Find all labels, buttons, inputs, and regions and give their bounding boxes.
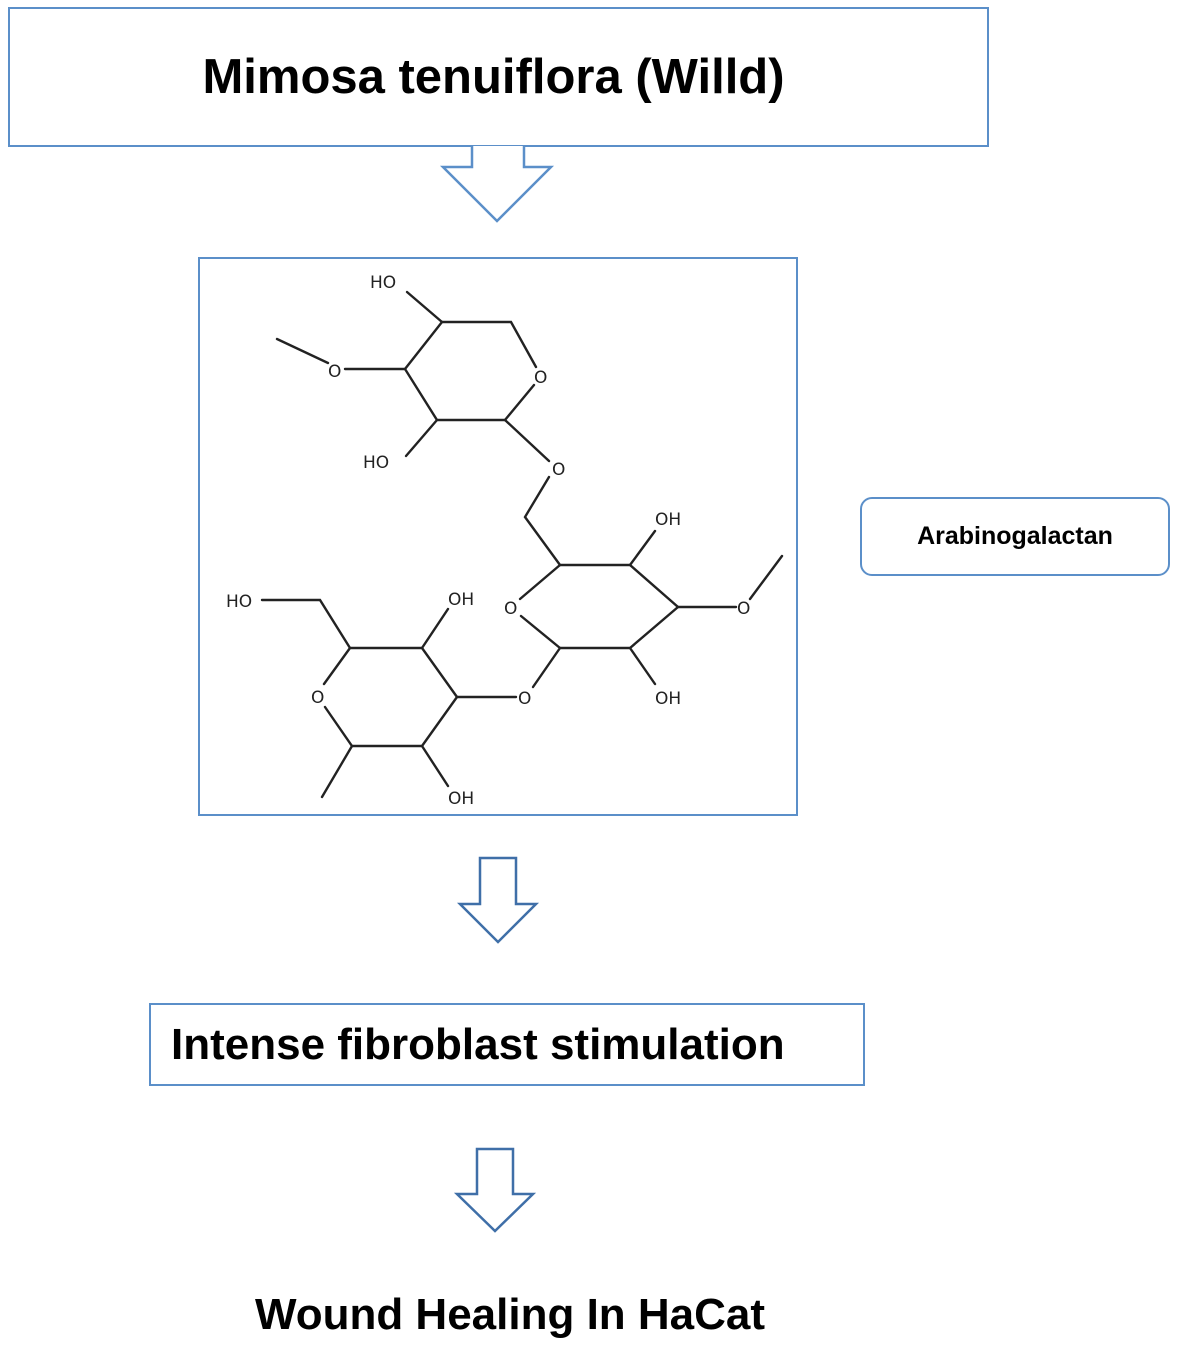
arabinogalactan-structure-box: HO O O HO O OH O O OH O HO OH O OH — [198, 257, 798, 816]
atom-o-ring-mid: O — [504, 599, 517, 619]
atom-o-ring-low: O — [311, 688, 324, 708]
atom-o-ring-top: O — [534, 368, 547, 388]
atom-ho-top: HO — [370, 273, 396, 293]
atom-oh-low-upper: OH — [448, 590, 474, 610]
wound-healing-outcome: Wound Healing In HaCat — [254, 1290, 766, 1339]
atom-o-methoxy-top: O — [328, 362, 341, 382]
down-arrow-1 — [439, 146, 555, 223]
atom-o-glycosidic-top: O — [552, 460, 565, 480]
fibroblast-stimulation-box: Intense fibroblast stimulation — [149, 1003, 865, 1086]
atom-oh-low-lower: OH — [448, 789, 474, 809]
down-arrow-3 — [453, 1147, 537, 1233]
atom-o-methoxy-mid: O — [737, 599, 750, 619]
arabinogalactan-structure: HO O O HO O OH O O OH O HO OH O OH — [226, 273, 784, 809]
fibroblast-stimulation-label: Intense fibroblast stimulation — [171, 1019, 785, 1069]
atom-o-glycosidic-low: O — [518, 689, 531, 709]
source-plant-box: Mimosa tenuiflora (Willd) — [8, 7, 989, 147]
compound-label: Arabinogalactan — [917, 522, 1113, 550]
source-plant-title: Mimosa tenuiflora (Willd) — [202, 50, 785, 104]
atom-oh-mid-upper: OH — [655, 510, 681, 530]
compound-label-box: Arabinogalactan — [860, 497, 1170, 576]
atom-ho-ch2: HO — [226, 592, 252, 612]
atom-oh-mid-lower: OH — [655, 689, 681, 709]
atom-ho-top-lower: HO — [363, 453, 389, 473]
down-arrow-2 — [456, 856, 540, 944]
